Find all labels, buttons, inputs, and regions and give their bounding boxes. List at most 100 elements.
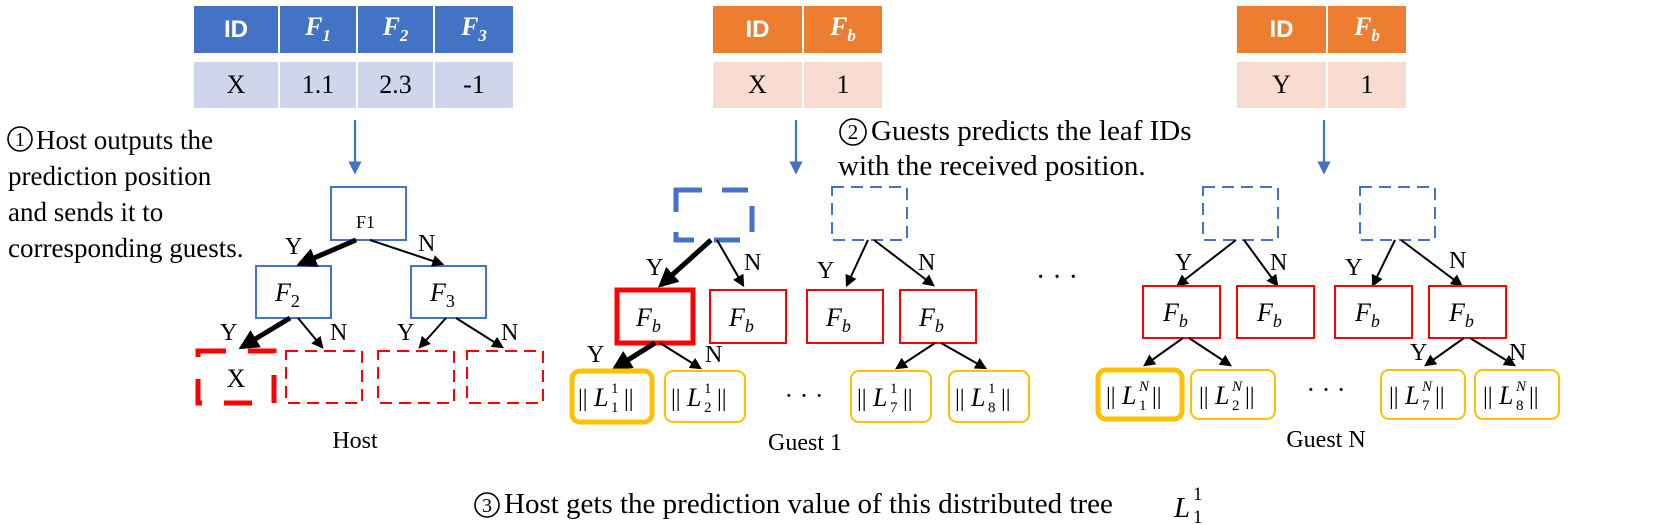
leaf-superscript: N xyxy=(1138,379,1150,395)
guestN-treeC-root xyxy=(1202,186,1279,241)
host-root-no-edge xyxy=(369,239,445,267)
guest1-treeB-root xyxy=(831,186,908,241)
leaf-symbol: L xyxy=(686,383,701,412)
guest1-treeB-right-label: Fb xyxy=(918,303,944,336)
host-table-cell-id: X xyxy=(194,62,278,108)
host-left-yes-label: Y xyxy=(220,320,237,346)
guestN-table-cell-fb: 1 xyxy=(1328,62,1406,108)
leaf-symbol: L xyxy=(1404,381,1419,410)
guest1-table-header-fb: Fb xyxy=(804,6,882,53)
step3-circle-icon: 3 xyxy=(474,492,500,518)
leaf-superscript: 1 xyxy=(988,381,996,397)
leaf-bars-right: || xyxy=(1245,384,1255,410)
guestN-treeC-right-label: Fb xyxy=(1256,298,1282,331)
host-left-no-label: N xyxy=(330,320,347,346)
guestN-treeD-leaf-no-edge xyxy=(1469,337,1517,367)
guest1-table-header-fb-text: Fb xyxy=(830,12,856,46)
guest1-treeA-yes-edge xyxy=(658,238,713,288)
guestN-treeD-right-label: Fb xyxy=(1448,298,1474,331)
host-table-cell-f2: 2.3 xyxy=(358,62,433,108)
step2-line-1: Guests predicts the leaf IDs xyxy=(871,115,1192,147)
guestN-treeD-leaf-yes-label: Y xyxy=(1410,340,1427,366)
guestN-table-header-fb: Fb xyxy=(1328,6,1406,53)
host-right-yes-label: Y xyxy=(397,320,414,346)
guestN-leaf-ellipsis: · · · xyxy=(1307,375,1346,404)
guest1-treeA-yes-label: Y xyxy=(646,255,663,281)
guest1-leaf-ellipsis: · · · xyxy=(785,381,824,410)
guest1-treeB-left-label: Fb xyxy=(825,303,851,336)
guest1-table-header-id: ID xyxy=(713,6,802,53)
leaf-bars-left: || xyxy=(1199,384,1209,410)
host-right-node xyxy=(410,265,487,319)
host-table-header-f1: F1 xyxy=(280,6,356,53)
host-right-label: F3 xyxy=(429,278,455,311)
host-leaf-label: X xyxy=(227,364,246,393)
leaf-subscript: 7 xyxy=(1422,398,1430,414)
guest1-treeA-leaf-yes-label: Y xyxy=(587,342,604,368)
host-table-header-f2: F2 xyxy=(358,6,433,53)
host-table-cell-f3: -1 xyxy=(435,62,513,108)
leaf-bars-right: || xyxy=(903,386,913,412)
leaf-bars-left: || xyxy=(671,386,681,412)
host-leaf-4 xyxy=(466,350,544,404)
guestN-treeC-yes-edge xyxy=(1176,239,1237,287)
guest1-treeA-left-label: Fb xyxy=(635,303,661,336)
guestN-treeD-yes-edge xyxy=(1371,239,1396,288)
host-right-no-label: N xyxy=(501,320,518,346)
step3-symbol-sub: 1 xyxy=(1193,507,1203,525)
leaf-bars-right: || xyxy=(717,386,727,412)
guestN-treeD-root xyxy=(1359,186,1436,241)
step2-number: 2 xyxy=(848,120,859,144)
host-table-header-id: ID xyxy=(194,6,278,53)
leaf-subscript: 1 xyxy=(1139,398,1147,414)
guest1-treeA-root xyxy=(673,187,755,243)
guests-ellipsis: · · · xyxy=(1036,262,1078,293)
step3-symbol-letter: L xyxy=(1173,492,1190,524)
leaf-bars-right: || xyxy=(1152,384,1162,410)
leaf-bars-left: || xyxy=(1106,384,1116,410)
leaf-symbol: L xyxy=(593,383,608,412)
host-table-header-f1-text: F1 xyxy=(305,12,331,46)
step1-number: 1 xyxy=(15,129,25,151)
guestN-tree-label: Guest N xyxy=(1286,427,1365,453)
guest1-treeA-no-edge xyxy=(716,239,745,288)
guestN-leaf-2 xyxy=(1190,369,1276,420)
step3-text: Host gets the prediction value of this d… xyxy=(504,488,1113,520)
leaf-bars-left: || xyxy=(1389,384,1399,410)
guest1-treeB-no-label: N xyxy=(918,250,935,276)
host-left-label: F2 xyxy=(274,278,300,311)
step2-line-2: with the received position. xyxy=(838,150,1146,182)
leaf-bars-right: || xyxy=(1001,386,1011,412)
guestN-treeC-leaf-no-edge xyxy=(1188,337,1233,367)
guest1-leaf-1 xyxy=(569,368,655,425)
guest1-treeB-yes-edge xyxy=(845,239,869,288)
guest1-treeB-right-node xyxy=(899,289,977,344)
leaf-superscript: 1 xyxy=(890,381,898,397)
leaf-subscript: 2 xyxy=(704,400,712,416)
guestN-treeD-leaf-no-label: N xyxy=(1509,340,1526,366)
leaf-subscript: 1 xyxy=(611,400,619,416)
step3-symbol-sup: 1 xyxy=(1193,484,1203,505)
leaf-symbol: L xyxy=(1121,381,1136,410)
host-root-label: F1 xyxy=(356,212,375,232)
leaf-symbol: L xyxy=(1498,381,1513,410)
host-root-no-label: N xyxy=(418,231,435,257)
step2-circle-icon: 2 xyxy=(839,118,867,146)
host-table-header-f3-text: F3 xyxy=(461,12,487,46)
guestN-treeD-right-node xyxy=(1428,285,1507,339)
host-root-yes-edge xyxy=(296,237,357,267)
guest1-treeA-leaf-yes-edge xyxy=(611,340,657,371)
step1-circle-icon: 1 xyxy=(7,126,33,152)
guest1-leaf-7 xyxy=(850,370,932,423)
step1-line-1: Host outputs the xyxy=(36,125,214,155)
guest1-treeB-leaf-no-edge xyxy=(940,342,988,370)
host-leaf-3 xyxy=(377,350,455,404)
guest1-leaf-8 xyxy=(948,370,1030,423)
guestN-treeC-leaf-yes-edge xyxy=(1143,337,1184,367)
